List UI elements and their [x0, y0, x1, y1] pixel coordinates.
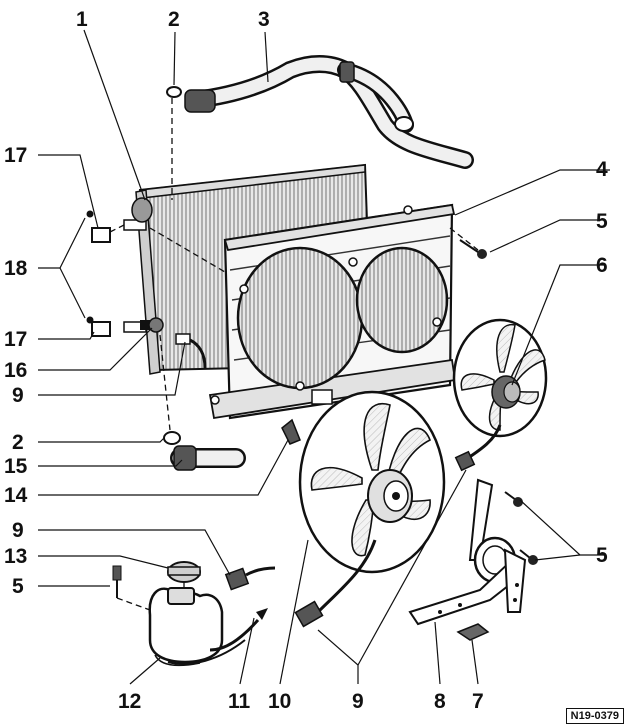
- direction-arrow: [256, 608, 268, 620]
- clip-upper: [86, 210, 94, 218]
- bolt-shroud: [459, 239, 487, 259]
- small-fan: [452, 318, 548, 472]
- callout-2-top: 2: [168, 8, 180, 31]
- callout-14: 14: [4, 484, 28, 507]
- callout-7: 7: [472, 690, 484, 713]
- callout-6: 6: [596, 254, 608, 277]
- tank-connector: [224, 566, 276, 591]
- assembly-dashed-lines: [109, 98, 479, 611]
- callout-9-fans: 9: [352, 690, 364, 713]
- bolt-bracket-upper: [504, 491, 523, 507]
- callout-13: 13: [4, 545, 27, 568]
- upper-coolant-hose: [184, 55, 474, 169]
- leader-lines: [38, 29, 610, 685]
- callout-17-bottom: 17: [4, 328, 27, 351]
- large-fan-opening: [236, 246, 364, 390]
- fan-shroud: [208, 203, 457, 420]
- callout-11: 11: [228, 690, 251, 713]
- callout-5-tank: 5: [12, 575, 24, 598]
- callout-2-bottom: 2: [12, 431, 24, 454]
- bolt-bracket-lower: [519, 549, 538, 565]
- callout-15: 15: [4, 455, 28, 478]
- temperature-switch: [140, 317, 164, 333]
- callout-10: 10: [268, 690, 291, 713]
- hose-clamp-upper: [184, 89, 216, 113]
- rubber-mount-upper: [91, 227, 111, 243]
- o-ring-lower: [163, 431, 181, 445]
- cable-clip: [456, 623, 490, 641]
- callout-16: 16: [4, 359, 27, 382]
- callout-9-radiator: 9: [12, 384, 24, 407]
- lower-hose-connector: [170, 445, 246, 471]
- callout-8: 8: [434, 690, 446, 713]
- callout-12: 12: [118, 690, 141, 713]
- callout-9-tank: 9: [12, 519, 24, 542]
- rubber-mount-lower: [91, 321, 111, 337]
- small-fan-opening: [355, 246, 449, 354]
- expansion-tank: [148, 587, 260, 667]
- callout-17-top: 17: [4, 144, 27, 167]
- level-sender: [112, 565, 122, 598]
- switch-connector: [175, 333, 207, 369]
- figure-reference-code: N19-0379: [565, 708, 624, 724]
- callout-5-bracket: 5: [596, 544, 608, 567]
- callout-3: 3: [258, 8, 270, 31]
- radiator-upper-inlet: [131, 197, 153, 223]
- hose-bracket-clip: [281, 418, 301, 445]
- callout-5-shroud: 5: [596, 210, 608, 233]
- callout-1: 1: [76, 8, 88, 31]
- large-fan: [294, 390, 446, 628]
- fan-bracket: [408, 478, 527, 626]
- callout-4: 4: [596, 158, 608, 181]
- clip-lower: [86, 316, 94, 324]
- callout-18: 18: [4, 257, 28, 280]
- o-ring-upper: [166, 86, 182, 98]
